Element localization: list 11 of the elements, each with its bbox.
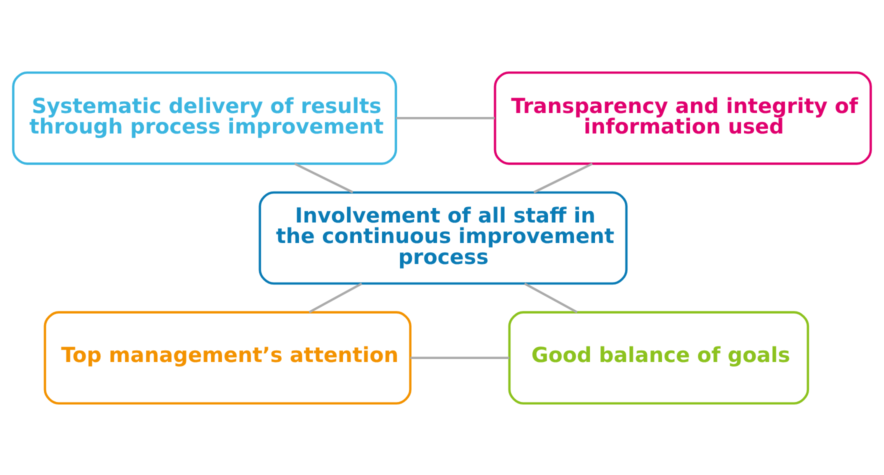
node-box: Good balance of goals: [508, 310, 810, 404]
node-box: Involvement of all staff in the continuous improvement process: [258, 190, 628, 284]
connector: [524, 282, 578, 313]
connector: [396, 116, 495, 119]
connector: [533, 162, 593, 193]
connector: [294, 162, 354, 193]
node-box: Systematic delivery of results through process improvement: [12, 70, 398, 164]
node-box: Top management’s attention: [44, 310, 412, 404]
connector: [308, 282, 362, 313]
connector: [410, 356, 510, 359]
node-box: Transparency and integrity of information used: [494, 70, 872, 164]
